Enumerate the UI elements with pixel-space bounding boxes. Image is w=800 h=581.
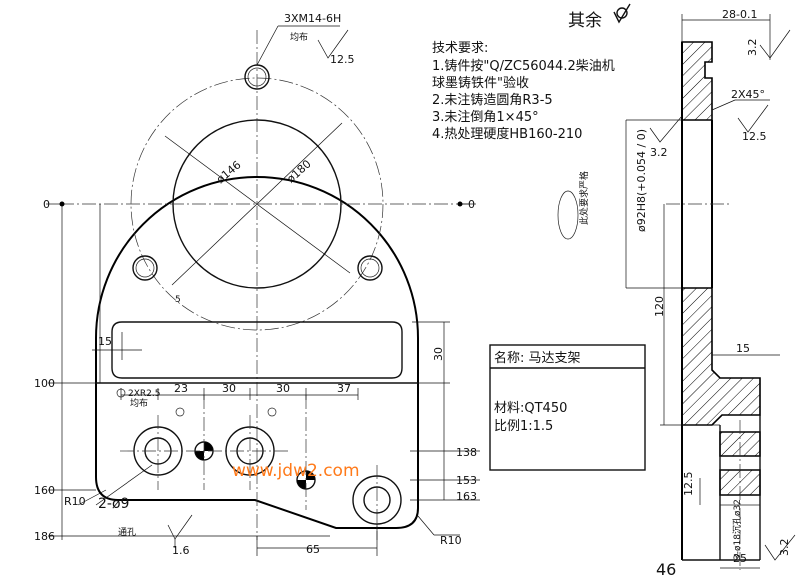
bolt-hole-left bbox=[132, 255, 158, 281]
roughness-bottom-left: 1.6 bbox=[172, 544, 190, 557]
dim-37: 37 bbox=[337, 382, 351, 395]
thread-note: 均布 bbox=[290, 31, 308, 43]
bolt-hole-right bbox=[357, 255, 383, 281]
section-labels: 28-0.1 3.2 2X45° 12.5 3.2 ø92H8(+0.054 /… bbox=[578, 8, 791, 579]
req-item-3: 2.未注铸造圆角R3-5 bbox=[432, 92, 553, 108]
dim-25: 25 bbox=[733, 552, 747, 565]
thread-callout: 3XM14-6H bbox=[284, 12, 341, 25]
roughness-bore: 3.2 bbox=[650, 146, 668, 159]
watermark: www.jdw2.com bbox=[232, 461, 360, 481]
dim-65: 65 bbox=[306, 543, 320, 556]
front-dimensions bbox=[46, 25, 480, 556]
five-label: 5 bbox=[175, 295, 181, 305]
outer-profile bbox=[95, 176, 419, 529]
dim-186: 186 bbox=[34, 530, 55, 543]
bolt-circle bbox=[130, 77, 384, 331]
req-item-4: 3.未注倒角1×45° bbox=[432, 110, 539, 125]
remainder-label: 其余 bbox=[568, 11, 602, 31]
dim-12-5: 12.5 bbox=[682, 472, 695, 497]
req-item-2: 球墨铸铁件"验收 bbox=[432, 75, 529, 91]
dim-30-right: 30 bbox=[432, 347, 445, 361]
through-label: 通孔 bbox=[118, 527, 136, 538]
dim-153: 153 bbox=[456, 474, 477, 487]
dim-120: 120 bbox=[653, 296, 666, 317]
holes-2-label: 2-ø9 bbox=[98, 496, 129, 512]
req-item-1: 1.铸件按"Q/ZC56044.2柴油机 bbox=[432, 58, 615, 74]
zero-right: 0 bbox=[468, 198, 475, 211]
dia-146-label: ø146 bbox=[214, 158, 244, 186]
roughness-top: 12.5 bbox=[330, 53, 355, 66]
small-note-2: 均布 bbox=[130, 397, 148, 409]
section-view bbox=[557, 14, 796, 570]
dim-15-right: 15 bbox=[736, 342, 750, 355]
bore-note: 此处要求严格 bbox=[578, 171, 590, 225]
front-view bbox=[60, 30, 470, 540]
holes-note: 3-ø18沉孔ø32 bbox=[732, 499, 743, 560]
dim-160: 160 bbox=[34, 484, 55, 497]
small-note-1: 2XR2.5 bbox=[128, 389, 160, 399]
dim-163: 163 bbox=[456, 490, 477, 503]
part-name: 名称: 马达支架 bbox=[494, 350, 581, 366]
dim-138: 138 bbox=[456, 446, 477, 459]
roughness-bottom-right: 3.2 bbox=[778, 539, 791, 557]
req-item-5: 4.热处理硬度HB160-210 bbox=[432, 126, 582, 142]
dim-28: 28-0.1 bbox=[722, 8, 757, 21]
slot-recess bbox=[111, 321, 403, 379]
zero-left: 0 bbox=[43, 198, 50, 211]
dim-30b: 30 bbox=[276, 382, 290, 395]
dim-23: 23 bbox=[174, 382, 188, 395]
dim-30a: 30 bbox=[222, 382, 236, 395]
req-heading: 技术要求: bbox=[432, 41, 488, 56]
r10-left: R10 bbox=[64, 495, 86, 508]
dim-100: 100 bbox=[34, 377, 55, 390]
requirements: 技术要求: 1.铸件按"Q/ZC56044.2柴油机 球墨铸铁件"验收 2.未注… bbox=[432, 41, 615, 142]
dim-15-left: 15 bbox=[98, 335, 112, 348]
dia-92-label: ø92H8(+0.054 / 0) bbox=[635, 129, 648, 232]
title-block: 名称: 马达支架 材料:QT450 比例1:1.5 bbox=[489, 344, 646, 471]
material: 材料:QT450 bbox=[494, 401, 567, 416]
chamfer-label: 2X45° bbox=[731, 88, 765, 101]
roughness-side: 12.5 bbox=[742, 130, 767, 143]
roughness-right-top: 3.2 bbox=[746, 39, 759, 57]
dia-180-label: ø180 bbox=[284, 157, 313, 185]
dim-46: 46 bbox=[656, 560, 676, 579]
remainder-roughness: 其余 bbox=[568, 3, 631, 31]
scale: 比例1:1.5 bbox=[494, 419, 553, 434]
r10-right: R10 bbox=[440, 534, 462, 547]
